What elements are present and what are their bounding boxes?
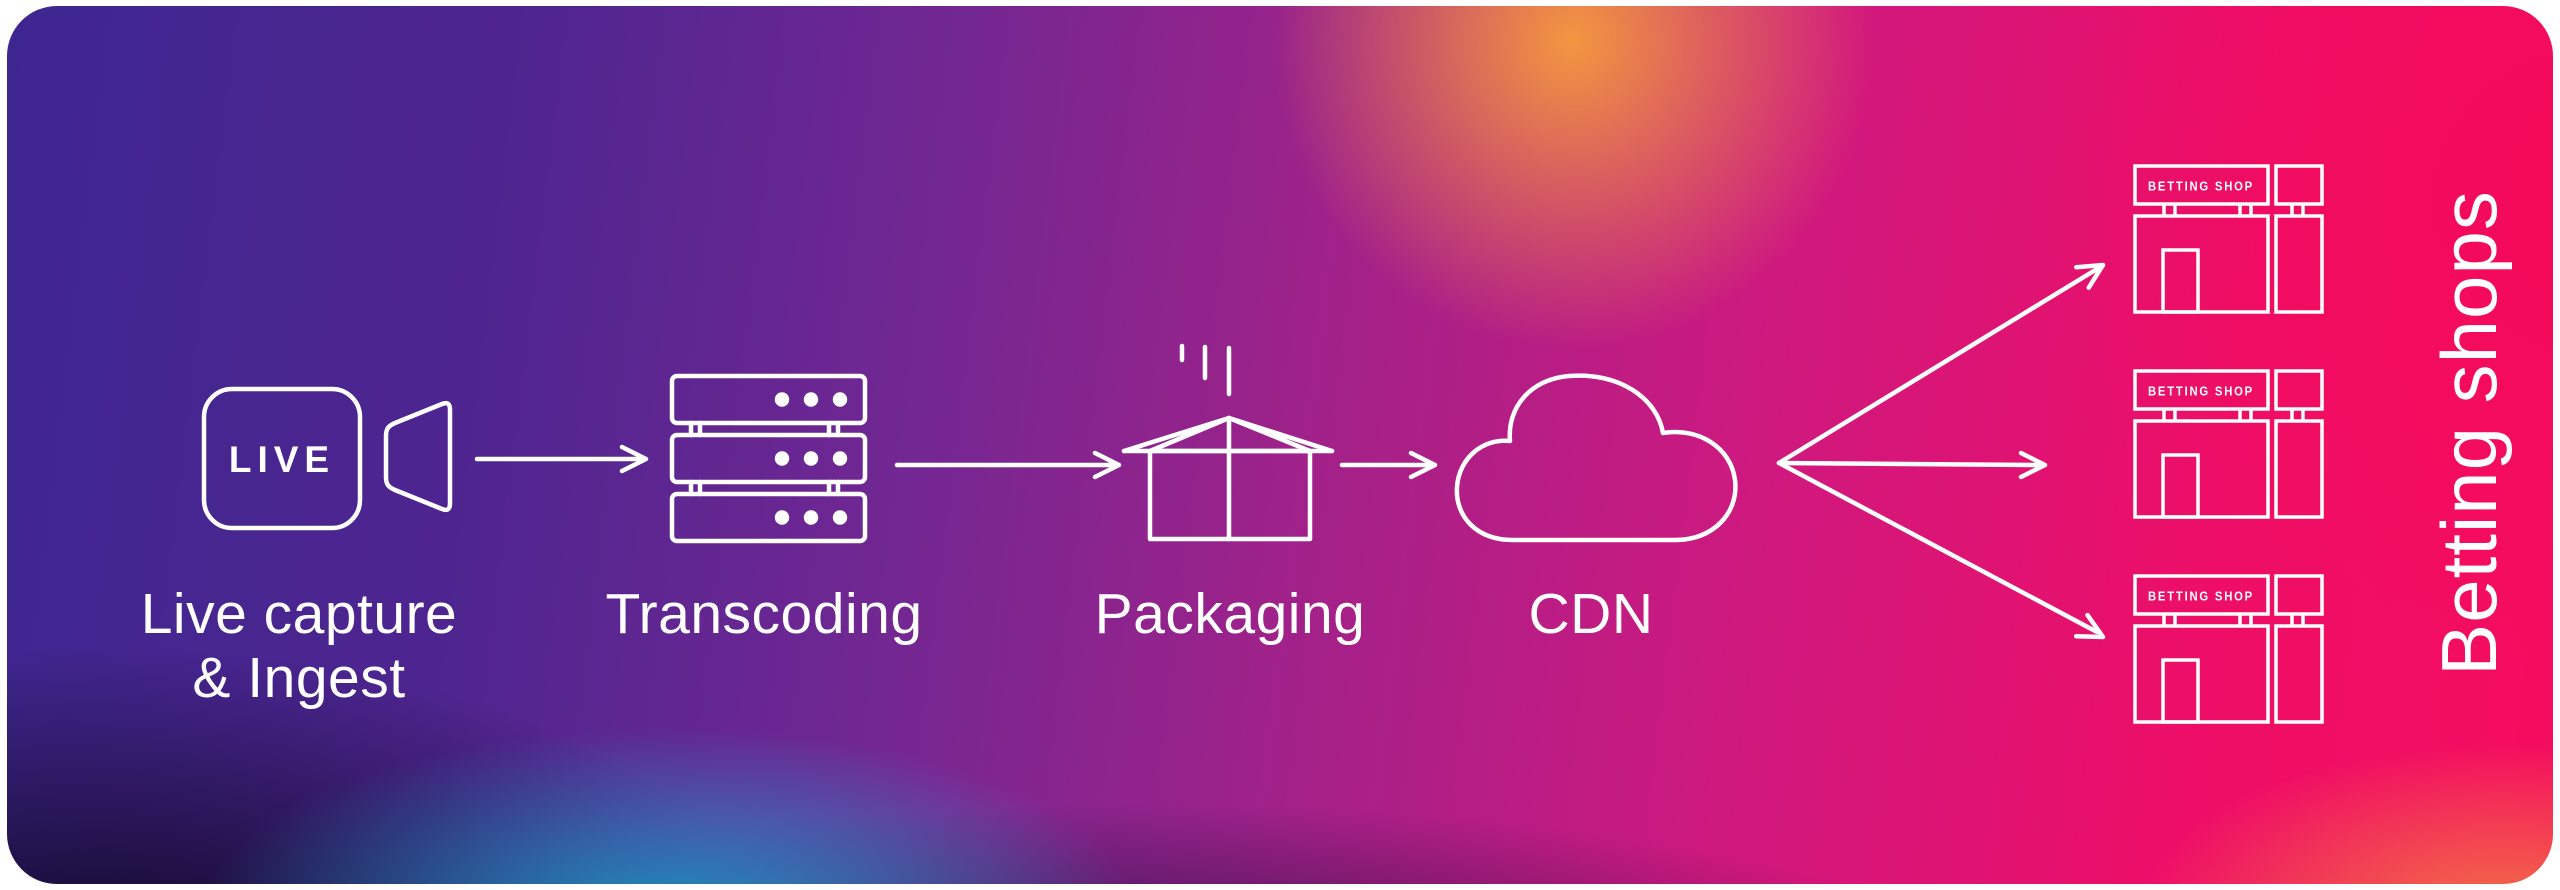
arrowhead-icon <box>619 444 649 474</box>
shop-annex <box>2274 214 2324 314</box>
box-sparkle-lines <box>1179 343 1232 397</box>
server-row <box>669 373 868 426</box>
label-live-capture-line1: Live capture <box>140 582 458 646</box>
cdn-fanout-arrows <box>1776 262 2106 640</box>
fanout-line-middle <box>1776 460 2042 468</box>
fanout-line-bottom <box>1776 460 2100 635</box>
betting-shop-icon-3: BETTING SHOP <box>2133 574 2324 724</box>
live-camera-icon: LIVE <box>201 386 453 531</box>
label-live-capture: Live capture & Ingest <box>99 582 499 710</box>
live-badge-text: LIVE <box>229 439 335 480</box>
arrowhead-icon <box>2074 262 2106 290</box>
cloud-icon <box>1454 373 1738 543</box>
shop-sign <box>2133 164 2270 206</box>
camera-body <box>201 386 363 531</box>
label-betting-shops: Betting shops <box>2425 190 2513 676</box>
server-row <box>669 432 868 485</box>
shop-sign-posts <box>2162 409 2253 421</box>
shop-sign-posts <box>2162 614 2253 626</box>
server-leds <box>774 392 848 525</box>
shop-annex-top <box>2274 164 2324 206</box>
shop-annex <box>2274 419 2324 519</box>
arrowhead-icon <box>2073 612 2106 640</box>
shop-building <box>2133 419 2270 519</box>
server-stack-icon <box>669 373 868 544</box>
betting-shop-icon-2: BETTING SHOP <box>2133 369 2324 519</box>
shop-sign-text: BETTING SHOP <box>2148 590 2254 604</box>
shop-sign-posts <box>2162 204 2253 216</box>
shop-annex-top <box>2274 574 2324 616</box>
shop-annex-top <box>2274 369 2324 411</box>
server-connectors <box>688 420 841 497</box>
fanout-line-top <box>1776 266 2100 466</box>
shop-annex-post <box>2290 614 2305 626</box>
server-row <box>669 491 868 544</box>
shop-sign-text: BETTING SHOP <box>2148 385 2254 399</box>
shop-annex <box>2274 624 2324 724</box>
shop-sign <box>2133 574 2270 616</box>
shop-door <box>2161 248 2200 314</box>
arrowhead-icon <box>2018 450 2048 480</box>
label-transcoding: Transcoding <box>605 582 923 646</box>
camera-lens <box>383 400 453 513</box>
pipeline-artwork: LIVE <box>201 164 2324 724</box>
shop-door <box>2161 453 2200 519</box>
shop-sign-text: BETTING SHOP <box>2148 180 2254 194</box>
shop-building <box>2133 624 2270 724</box>
shop-sign <box>2133 369 2270 411</box>
shop-door <box>2161 658 2200 724</box>
shop-annex-post <box>2290 204 2305 216</box>
label-cdn: CDN <box>1528 582 1654 646</box>
flow-arrow-ingest-to-transcoding <box>474 444 649 474</box>
label-live-capture-line2: & Ingest <box>192 646 406 710</box>
arrowhead-icon <box>1092 450 1122 480</box>
label-packaging: Packaging <box>1094 582 1366 646</box>
flow-arrow-transcoding-to-packaging <box>894 450 1122 480</box>
shop-building <box>2133 214 2270 314</box>
arrowhead-icon <box>1408 450 1438 480</box>
flow-arrow-packaging-to-cdn <box>1339 450 1438 480</box>
cloud-shape <box>1454 373 1738 543</box>
gradient-panel: LIVE <box>7 6 2553 884</box>
betting-shop-icon-1: BETTING SHOP <box>2133 164 2324 314</box>
shop-annex-post <box>2290 409 2305 421</box>
open-box-icon <box>1121 343 1335 542</box>
box-flaps <box>1121 415 1335 454</box>
